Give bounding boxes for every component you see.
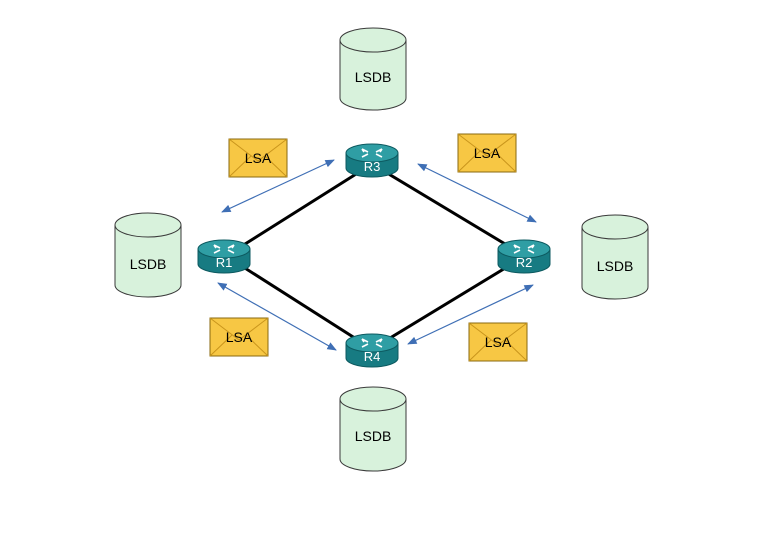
envelope-icon (468, 322, 528, 362)
lsdb-database-bottom: LSDB (339, 386, 407, 472)
router-arrows-icon (361, 338, 383, 348)
router-r1: R1 (197, 239, 251, 274)
router-arrows-icon (513, 244, 535, 254)
arrow-r1-r4 (217, 282, 337, 351)
router-r2: R2 (497, 239, 551, 274)
lsdb-database-top: LSDB (339, 27, 407, 111)
database-icon (114, 225, 182, 298)
lsdb-database-right: LSDB (581, 214, 649, 300)
router-label: R3 (364, 159, 381, 174)
lsa-label: LSA (245, 150, 272, 166)
database-icon (339, 399, 407, 472)
lsdb-label: LSDB (130, 256, 167, 272)
lsa-arrows (217, 159, 537, 351)
database-icon (339, 40, 407, 111)
lsa-label: LSA (485, 334, 512, 350)
router-r4: R4 (345, 333, 399, 368)
database-top-ellipse (339, 27, 407, 53)
router-top (345, 143, 399, 163)
database-top-ellipse (581, 214, 649, 240)
lsdb-label: LSDB (597, 258, 634, 274)
link-r3-r2 (371, 162, 526, 258)
envelope-icon (457, 133, 517, 173)
router-top (497, 239, 551, 259)
lsdb-label: LSDB (355, 428, 392, 444)
envelope-flap (209, 317, 269, 357)
database-icon (581, 227, 649, 300)
envelope-flap (228, 138, 288, 178)
router-label: R1 (216, 255, 233, 270)
envelope-icon (209, 317, 269, 357)
envelope-flap (457, 133, 517, 173)
router-label: R4 (364, 349, 381, 364)
lsa-envelope-r1-r3: LSA (228, 138, 288, 178)
lsa-envelope-r3-r2: LSA (457, 133, 517, 173)
link-r1-r3 (225, 162, 373, 258)
router-r3: R3 (345, 143, 399, 178)
router-label: R2 (516, 255, 533, 270)
arrow-r3-r2 (417, 163, 537, 223)
lsdb-label: LSDB (355, 69, 392, 85)
lsdb-database-left: LSDB (114, 212, 182, 298)
router-top (197, 239, 251, 259)
arrow-r1-r3 (221, 159, 335, 213)
lsa-label: LSA (226, 329, 253, 345)
envelope-icon (228, 138, 288, 178)
router-top (345, 333, 399, 353)
arrow-r4-r2 (407, 284, 534, 345)
lsa-envelope-r1-r4: LSA (209, 317, 269, 357)
database-top-ellipse (339, 386, 407, 412)
links (225, 162, 526, 351)
lsa-envelope-r4-r2: LSA (468, 322, 528, 362)
router-arrows-icon (361, 148, 383, 158)
lsa-label: LSA (474, 145, 501, 161)
database-top-ellipse (114, 212, 182, 238)
envelope-flap (468, 322, 528, 362)
router-arrows-icon (213, 244, 235, 254)
